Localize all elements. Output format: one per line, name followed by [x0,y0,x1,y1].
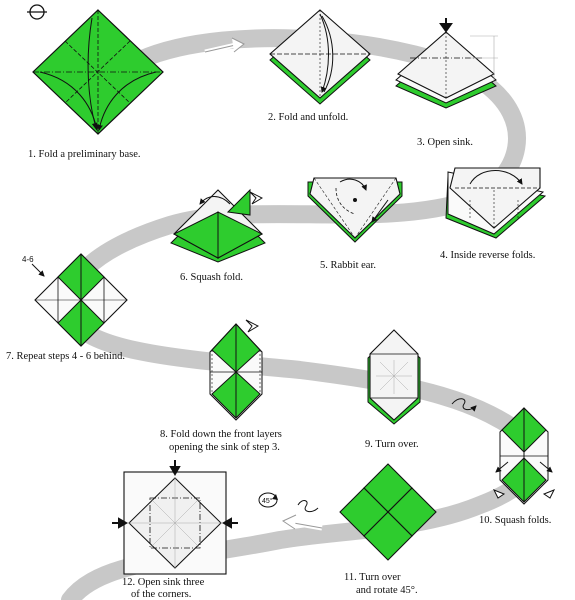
step-7-figure [31,253,128,347]
step-3-figure [395,18,498,109]
step-9-figure [367,329,421,425]
sink-arrow-left-icon [112,517,129,529]
squash-arrow-left-icon [492,489,506,499]
open-arrow-icon [245,319,260,333]
squash-arrow-icon [249,191,264,205]
step-1-caption: 1. Fold a preliminary base. [28,149,141,160]
step-10-caption: 10. Squash folds. [479,515,551,526]
push-arrow-icon [439,18,453,33]
squash-arrow-right-icon [542,489,556,499]
step-6-caption: 6. Squash fold. [180,272,243,283]
step-11-figure [339,463,437,561]
step-8-caption-line2: opening the sink of step 3. [169,442,280,453]
step-1-figure [32,9,164,135]
turn-over-icon [451,398,477,412]
path-arrow-2 [281,514,323,531]
step-7-caption: 7. Repeat steps 4 - 6 behind. [6,351,125,362]
step-2-figure [269,9,371,105]
step-5-caption: 5. Rabbit ear. [320,260,376,271]
step-2-caption: 2. Fold and unfold. [268,112,348,123]
turn-over-icon-2 [297,500,319,513]
step-12-caption-line1: 12. Open sink three [122,577,205,588]
step-11-caption-line2: and rotate 45°. [356,585,418,596]
rotate-angle-label: 45° [262,497,273,505]
step-4-figure [445,167,547,239]
repeat-range-label: 4-6 [22,255,34,264]
step-9-caption: 9. Turn over. [365,439,419,450]
sink-arrow-right-icon [221,517,238,529]
step-4-caption: 4. Inside reverse folds. [440,250,535,261]
rotate-icon [258,492,278,508]
view-symbol-icon [27,4,47,20]
step-5-figure [307,177,403,243]
step-12-figure [112,460,238,575]
step-3-caption: 3. Open sink. [417,137,473,148]
sink-arrow-top-icon [169,460,181,477]
step-10-figure [492,407,556,505]
step-12-caption-line2: of the corners. [131,589,191,600]
step-6-figure [170,188,266,263]
path-arrow-1 [204,37,245,55]
step-8-caption-line1: 8. Fold down the front layers [160,429,282,440]
step-11-caption-line1: 11. Turn over [344,572,401,583]
step-8-figure [209,319,263,421]
